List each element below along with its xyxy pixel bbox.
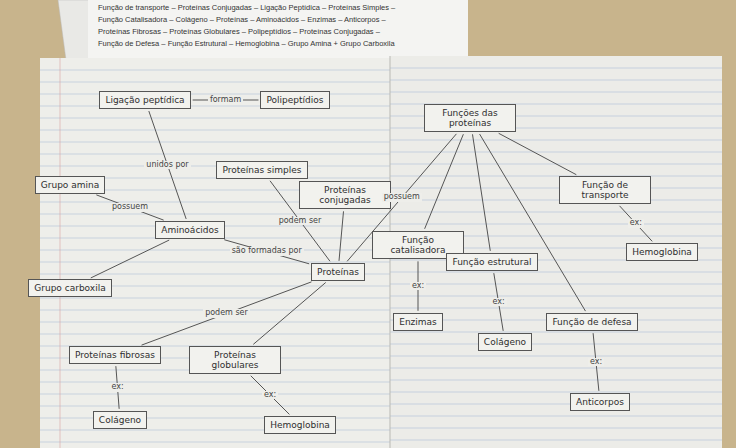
- connector-stroke: [142, 282, 312, 345]
- margin-line: [60, 58, 61, 448]
- concept-box: Função estrutural: [446, 253, 537, 271]
- connector-stroke: [499, 133, 577, 174]
- connector-line: [91, 240, 169, 278]
- concept-box: Colágeno: [478, 333, 532, 351]
- concept-text: Anticorpos: [576, 397, 624, 407]
- concept-text: Proteínas fibrosas: [75, 350, 155, 360]
- edge-label: possuem: [382, 193, 422, 202]
- connector-line: [142, 282, 312, 345]
- concept-box: Proteínas globulares: [189, 346, 281, 375]
- concept-text: Colágeno: [99, 415, 141, 425]
- edge-label: podem ser: [203, 309, 250, 318]
- edge-label: ex:: [628, 219, 644, 228]
- concept-box: Anticorpos: [570, 393, 630, 411]
- concept-text: Hemoglobina: [270, 420, 330, 430]
- concept-box: Grupo amina: [35, 176, 105, 194]
- concept-box: Proteínas: [311, 263, 365, 281]
- connector-stroke: [91, 240, 169, 278]
- concept-text: Enzimas: [399, 317, 437, 327]
- concept-text: Grupo carboxila: [34, 283, 105, 293]
- concept-box: Ligação peptídica: [99, 91, 190, 109]
- concept-box: Aminoácidos: [155, 221, 225, 239]
- concept-text: Aminoácidos: [161, 225, 219, 235]
- connector-stroke: [224, 240, 309, 264]
- concept-box: Hemoglobina: [626, 243, 698, 261]
- connector-line: [620, 206, 653, 242]
- concept-box: Polipeptídios: [260, 91, 329, 109]
- concept-box: Proteínas simples: [216, 161, 307, 179]
- edge-label: ex:: [109, 383, 125, 392]
- connector-line: [499, 133, 577, 174]
- edge-label: ex:: [490, 298, 506, 307]
- concept-text: Proteínas: [317, 267, 359, 277]
- printed-word-list: Função de transporte – Proteínas Conjuga…: [98, 4, 395, 12]
- concept-text: Proteínas globulares: [195, 350, 275, 371]
- edge-label: ex:: [410, 282, 426, 291]
- concept-box: Funções das proteínas: [424, 104, 516, 133]
- concept-box: Grupo carboxila: [28, 279, 111, 297]
- folded-paper: [58, 0, 92, 60]
- connector-line: [96, 195, 163, 220]
- edge-label: possuem: [110, 203, 150, 212]
- connector-line: [251, 376, 290, 415]
- concept-text: Função de defesa: [552, 317, 631, 327]
- concept-text: Colágeno: [484, 337, 526, 347]
- concept-text: Função de transporte: [565, 180, 645, 201]
- connector-line: [472, 134, 490, 251]
- concept-box: Proteínas fibrosas: [69, 346, 161, 364]
- printed-word-list: Função de Defesa – Função Estrutural – H…: [98, 40, 395, 48]
- printed-word-list: Proteínas Fibrosas – Proteínas Globulare…: [98, 28, 380, 36]
- concept-text: Ligação peptídica: [105, 95, 184, 105]
- connector-stroke: [472, 134, 490, 251]
- connector-stroke: [339, 211, 344, 261]
- connector-line: [425, 134, 464, 229]
- concept-box: Proteínas conjugadas: [299, 181, 391, 210]
- edge-label: formam: [208, 96, 243, 105]
- concept-box: Função de transporte: [559, 176, 651, 205]
- concept-box: Função de defesa: [546, 313, 637, 331]
- concept-text: Função estrutural: [452, 257, 531, 267]
- edge-label: ex:: [588, 358, 604, 367]
- connector-stroke: [253, 282, 325, 344]
- left-paper: [40, 58, 390, 448]
- concept-text: Hemoglobina: [632, 247, 692, 257]
- connector-stroke: [251, 376, 290, 415]
- edge-label: ex:: [262, 391, 278, 400]
- edge-label: unidos por: [144, 161, 190, 170]
- edge-label: podem ser: [277, 217, 324, 226]
- concept-box: Colágeno: [93, 411, 147, 429]
- printed-sheet: [88, 0, 468, 58]
- concept-text: Polipeptídios: [266, 95, 323, 105]
- concept-text: Proteínas simples: [222, 165, 301, 175]
- concept-box: Enzimas: [393, 313, 443, 331]
- connector-stroke: [425, 134, 464, 229]
- connector-line: [253, 282, 325, 344]
- concept-text: Proteínas conjugadas: [305, 185, 385, 206]
- connector-line: [224, 240, 309, 264]
- connector-line: [339, 211, 344, 261]
- connector-stroke: [96, 195, 163, 220]
- edge-label: são formadas por: [230, 247, 304, 256]
- concept-text: Funções das proteínas: [430, 108, 510, 129]
- concept-text: Grupo amina: [41, 180, 99, 190]
- printed-word-list: Função Catalisadora – Colágeno – Proteín…: [98, 16, 386, 24]
- ruled-lines: [40, 68, 722, 442]
- concept-box: Hemoglobina: [264, 416, 336, 434]
- connector-stroke: [620, 206, 653, 242]
